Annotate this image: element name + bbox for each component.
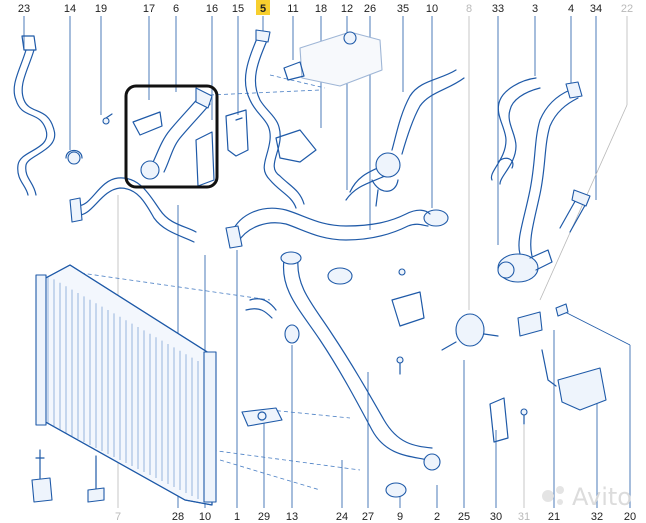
tank-cap <box>343 31 357 45</box>
callout-8[interactable]: 8 <box>466 3 472 15</box>
callout-7[interactable]: 7 <box>115 511 121 523</box>
callout-19[interactable]: 19 <box>95 3 107 15</box>
callout-30[interactable]: 30 <box>490 511 502 523</box>
hose-24-clamp <box>423 453 441 471</box>
callout-23[interactable]: 23 <box>18 3 30 15</box>
hose-34-end <box>571 189 591 207</box>
callout-28[interactable]: 28 <box>172 511 184 523</box>
callout-32[interactable]: 32 <box>591 511 603 523</box>
bracket-17 <box>132 111 163 136</box>
hose-35[interactable] <box>391 69 465 155</box>
hose-1-clamp <box>225 225 243 249</box>
hose-5-end <box>255 29 271 43</box>
hose-3[interactable] <box>490 77 541 185</box>
callout-15[interactable]: 15 <box>232 3 244 15</box>
watermark: Avito <box>542 483 632 511</box>
hose-23-end <box>21 35 37 51</box>
radiator[interactable] <box>35 264 217 506</box>
callout-24[interactable]: 24 <box>336 511 348 523</box>
clamp-upper[interactable] <box>327 267 353 285</box>
watermark-text: Avito <box>572 483 632 511</box>
callout-12[interactable]: 12 <box>341 3 353 15</box>
hose-1[interactable] <box>231 207 431 243</box>
clamp-14[interactable] <box>65 149 83 165</box>
selection-frame <box>124 84 219 189</box>
fastener-group-bottom-left[interactable] <box>31 449 105 503</box>
callout-33[interactable]: 33 <box>492 3 504 15</box>
bracket-16 <box>195 131 215 187</box>
clamp-13[interactable] <box>284 324 300 344</box>
bracket-21[interactable] <box>517 311 543 337</box>
bolt-26 <box>398 268 406 276</box>
callout-29[interactable]: 29 <box>258 511 270 523</box>
bracket-30[interactable] <box>489 397 509 443</box>
bolt-27[interactable] <box>396 356 404 375</box>
water-pump-33[interactable] <box>497 249 553 283</box>
hose-4[interactable] <box>518 89 579 257</box>
callout-16[interactable]: 16 <box>206 3 218 15</box>
hose-24-end <box>280 251 302 265</box>
hose-6-clamp <box>140 160 160 180</box>
top-callouts: 23 14 19 17 6 16 15 5 11 18 12 26 35 10 … <box>18 0 633 15</box>
gasket-29[interactable] <box>241 407 283 427</box>
hose-6 <box>149 95 211 173</box>
radiator-side-tank <box>203 351 217 503</box>
callout-2[interactable]: 2 <box>434 511 440 523</box>
hose-6-end <box>195 87 213 109</box>
callout-10[interactable]: 10 <box>426 3 438 15</box>
callout-20[interactable]: 20 <box>624 511 636 523</box>
part-11 <box>283 61 305 81</box>
clip-20[interactable] <box>555 303 569 317</box>
bolt-19[interactable] <box>102 113 113 125</box>
hose-24[interactable] <box>282 259 433 461</box>
radiator-fins <box>47 276 199 499</box>
radiator-left-tank <box>35 274 47 426</box>
callout-4[interactable]: 4 <box>568 3 574 15</box>
bracket-18[interactable] <box>275 129 317 163</box>
callout-21[interactable]: 21 <box>548 511 560 523</box>
hose-4-end <box>565 81 583 99</box>
callout-27[interactable]: 27 <box>362 511 374 523</box>
callout-14[interactable]: 14 <box>64 3 76 15</box>
hose-28[interactable] <box>245 298 277 319</box>
callout-18[interactable]: 18 <box>315 3 327 15</box>
callout-1[interactable]: 1 <box>234 511 240 523</box>
callout-31[interactable]: 31 <box>518 511 530 523</box>
callout-34[interactable]: 34 <box>590 3 602 15</box>
callout-22[interactable]: 22 <box>621 3 633 15</box>
callout-26[interactable]: 26 <box>364 3 376 15</box>
hose-7-clamp <box>69 197 83 223</box>
expansion-tank[interactable] <box>283 31 383 87</box>
callout-13[interactable]: 13 <box>286 511 298 523</box>
callout-3[interactable]: 3 <box>532 3 538 15</box>
callout-9[interactable]: 9 <box>397 511 403 523</box>
callout-35[interactable]: 35 <box>397 3 409 15</box>
bracket-26[interactable] <box>391 291 425 327</box>
callout-11[interactable]: 11 <box>287 3 298 15</box>
callout-10-bottom[interactable]: 10 <box>199 511 211 523</box>
bracket-15[interactable] <box>225 109 249 157</box>
callout-6[interactable]: 6 <box>173 3 179 15</box>
hose-21-link <box>541 349 557 387</box>
clip-small <box>497 157 514 169</box>
highlight-marker <box>256 0 270 15</box>
bottom-callouts: 7 28 10 1 29 13 24 27 9 2 25 30 31 21 32… <box>115 511 636 523</box>
hose-5[interactable] <box>244 35 305 209</box>
hose-23[interactable] <box>13 49 56 196</box>
thermostat-housing[interactable] <box>371 152 401 207</box>
pump-25[interactable] <box>441 313 499 351</box>
bracket-32[interactable] <box>557 367 607 411</box>
callout-25[interactable]: 25 <box>458 511 470 523</box>
callout-5[interactable]: 5 <box>260 3 266 15</box>
clamp-9[interactable] <box>385 482 407 498</box>
bolt-31[interactable] <box>520 408 528 425</box>
hose-6-group[interactable] <box>132 87 215 187</box>
callout-17[interactable]: 17 <box>143 3 155 15</box>
